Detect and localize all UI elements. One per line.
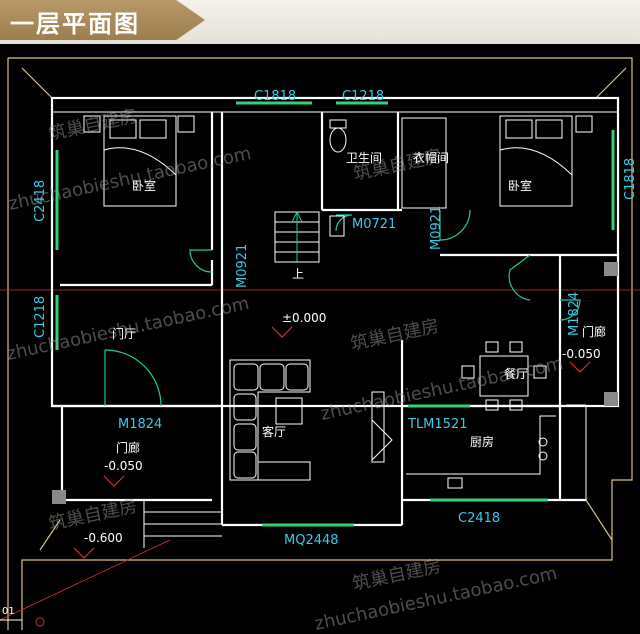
opening-tags: C1818 C1218 C2418 C1818 M0721 M0921 M092… xyxy=(33,89,638,548)
tag-tlm1521: TLM1521 xyxy=(407,417,467,432)
title-tab: 一层平面图 xyxy=(0,0,205,40)
room-labels: 卧室 卧室 卫生间 衣帽间 门厅 门廊 门廊 客厅 餐厅 厨房 上 xyxy=(112,150,606,455)
room-label-dining: 餐厅 xyxy=(504,366,528,381)
elevation-porch-right: -0.050 xyxy=(562,347,601,361)
room-label-bathroom: 卫生间 xyxy=(346,151,382,165)
tag-c2418-bottom: C2418 xyxy=(458,511,500,526)
stair xyxy=(274,210,320,263)
tag-m1824-left: M1824 xyxy=(118,417,162,432)
tv-cabinet xyxy=(371,391,393,463)
room-label-closet: 衣帽间 xyxy=(413,150,449,165)
plan-background xyxy=(0,44,640,634)
header-bar: 一层平面图 xyxy=(0,0,640,44)
tag-c1218-left: C1218 xyxy=(33,296,48,338)
room-label-kitchen: 厨房 xyxy=(470,434,494,449)
room-label-foyer: 门厅 xyxy=(112,326,136,341)
kitchen-counter xyxy=(406,415,556,489)
tag-m1824-right: M1824 xyxy=(567,292,582,336)
tag-mq2448: MQ2448 xyxy=(284,533,339,548)
roof-outline xyxy=(0,57,640,630)
room-label-porch-left: 门廊 xyxy=(116,440,140,455)
room-label-porch-right: 门廊 xyxy=(582,324,606,339)
tag-m0721: M0721 xyxy=(352,217,396,232)
windows xyxy=(55,101,615,527)
axis-marker: 01 xyxy=(0,606,45,627)
closet xyxy=(401,117,447,209)
page-title: 一层平面图 xyxy=(10,9,140,38)
tag-c1218-top: C1218 xyxy=(342,89,384,104)
porch-steps xyxy=(143,500,222,548)
room-label-living: 客厅 xyxy=(262,424,286,439)
room-label-bedroom-left: 卧室 xyxy=(132,178,156,193)
tag-c1818-top: C1818 xyxy=(254,89,296,104)
elevation-labels: ±0.000 -0.050 -0.050 -0.600 xyxy=(84,311,601,545)
door-swings xyxy=(104,209,581,407)
bed-right xyxy=(499,115,593,207)
tag-m0921-right: M0921 xyxy=(429,206,444,250)
tag-c1818-right: C1818 xyxy=(623,158,638,200)
sofa xyxy=(229,359,311,481)
porch-pillars xyxy=(52,262,618,504)
axis-label: 01 xyxy=(2,606,15,617)
elevation-markers xyxy=(73,326,591,559)
tag-m0921-left: M0921 xyxy=(235,244,250,288)
elevation-porch-left: -0.050 xyxy=(104,459,143,473)
room-label-bedroom-right: 卧室 xyxy=(508,178,532,193)
toilet xyxy=(329,119,347,237)
tag-c2418-left: C2418 xyxy=(33,180,48,222)
elevation-ground: -0.600 xyxy=(84,531,123,545)
plan-drawing: 筑巢自建房 zhuchaobieshu.taobao.com 筑巢自建房 筑巢自… xyxy=(0,44,640,634)
dining-table xyxy=(461,341,547,411)
room-label-stair-up: 上 xyxy=(292,267,304,281)
elevation-main: ±0.000 xyxy=(282,311,326,325)
bed-left xyxy=(83,115,195,207)
